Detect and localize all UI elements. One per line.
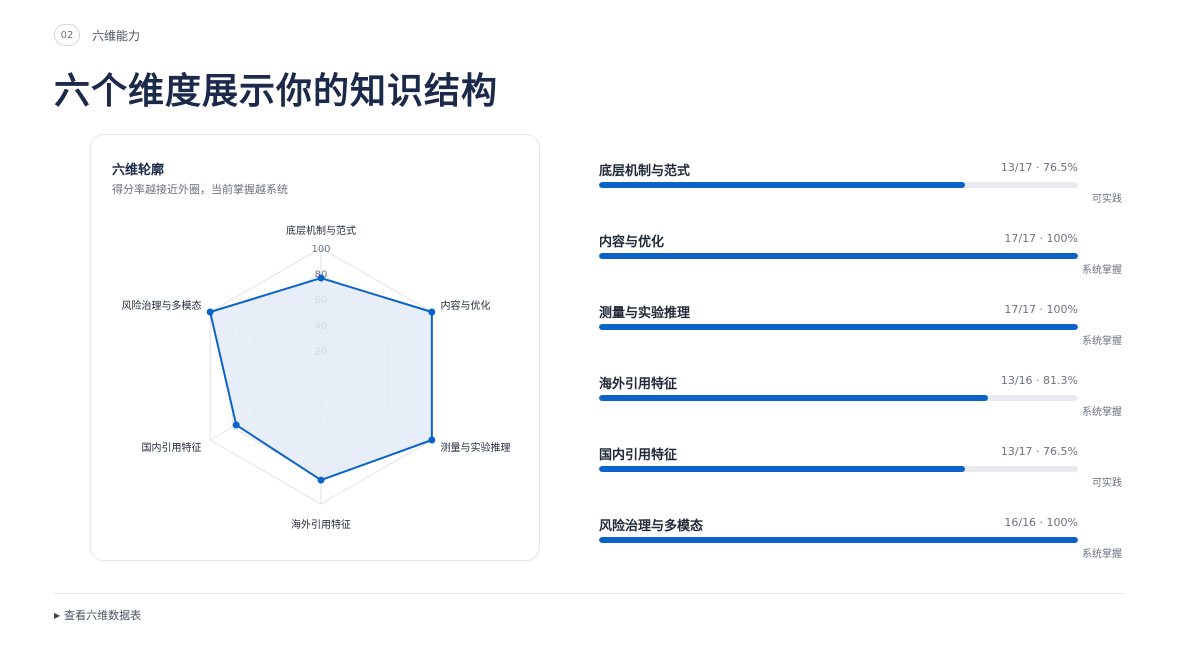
bar-level-label: 系统掌握 [1082,336,1122,347]
radar-data-point-2 [428,308,436,316]
section-label: 六维能力 [92,28,141,43]
bar-score-label: 17/17 · 100% [1004,303,1078,316]
radar-card-subtitle: 得分率越接近外圈，当前掌握越系统 [112,183,288,196]
bar-track [599,253,1078,259]
bar-row: 内容与优化 17/17 · 100% 系统掌握 [599,231,1129,291]
bar-score-label: 17/17 · 100% [1004,232,1078,245]
bar-category-label: 海外引用特征 [599,377,678,392]
view-data-table-toggle[interactable]: ▶ 查看六维数据表 [54,607,141,623]
radar-data-point-1 [317,274,325,282]
radar-data-point-5 [232,421,240,429]
bar-track [599,466,1078,472]
bar-fill [599,537,1078,543]
section-tag: 02 六维能力 [54,24,140,46]
bar-score-label: 13/17 · 76.5% [1000,161,1078,174]
triangle-right-icon: ▶ [54,610,61,620]
bar-level-label: 可实践 [1092,194,1122,205]
bar-track [599,537,1078,543]
bar-category-label: 风险治理与多模态 [599,519,704,534]
radar-axis-label-5: 国内引用特征 [141,441,201,454]
footer-divider [54,593,1123,594]
radar-axis-label-2: 内容与优化 [441,299,491,312]
bar-score-label: 16/16 · 100% [1004,516,1078,529]
bar-row: 国内引用特征 13/17 · 76.5% 可实践 [599,444,1129,504]
radar-data-point-4 [317,476,325,484]
view-data-table-label: 查看六维数据表 [64,609,142,622]
bar-score-label: 13/17 · 76.5% [1000,445,1078,458]
bar-fill [599,253,1078,259]
bar-track [599,395,1078,401]
bar-fill [599,395,989,401]
bar-level-label: 可实践 [1092,478,1122,489]
radar-tick-label-5: 100 [311,244,330,255]
radar-data-polygon [209,277,433,482]
bar-fill [599,182,966,188]
radar-data-point-3 [428,436,436,444]
bar-category-label: 底层机制与范式 [599,164,691,179]
bar-category-label: 内容与优化 [599,235,665,250]
bar-row: 底层机制与范式 13/17 · 76.5% 可实践 [599,160,1129,220]
bar-track [599,324,1078,330]
bar-fill [599,466,966,472]
radar-data-point-6 [206,308,214,316]
radar-card-title: 六维轮廓 [112,163,165,178]
bar-level-label: 系统掌握 [1082,407,1122,418]
bar-level-label: 系统掌握 [1082,549,1122,560]
radar-axis-label-4: 海外引用特征 [291,518,351,531]
bar-category-label: 测量与实验推理 [599,306,691,321]
page-title: 六个维度展示你的知识结构 [54,70,499,112]
radar-axis-label-6: 风险治理与多模态 [121,299,201,312]
bar-track [599,182,1078,188]
bar-row: 测量与实验推理 17/17 · 100% 系统掌握 [599,302,1129,362]
section-number-badge: 02 [54,24,80,46]
bar-level-label: 系统掌握 [1082,265,1122,276]
radar-axis-label-1: 底层机制与范式 [286,224,356,237]
radar-chart: 20406080100底层机制与范式内容与优化测量与实验推理海外引用特征国内引用… [121,224,511,531]
radar-card: 六维轮廓 得分率越接近外圈，当前掌握越系统 20406080100底层机制与范式… [90,134,540,561]
bar-score-label: 13/16 · 81.3% [1000,374,1078,387]
bar-row: 海外引用特征 13/16 · 81.3% 系统掌握 [599,373,1129,433]
radar-axis-label-3: 测量与实验推理 [441,441,511,454]
bar-fill [599,324,1078,330]
bar-category-label: 国内引用特征 [599,448,678,463]
bar-row: 风险治理与多模态 16/16 · 100% 系统掌握 [599,515,1129,575]
